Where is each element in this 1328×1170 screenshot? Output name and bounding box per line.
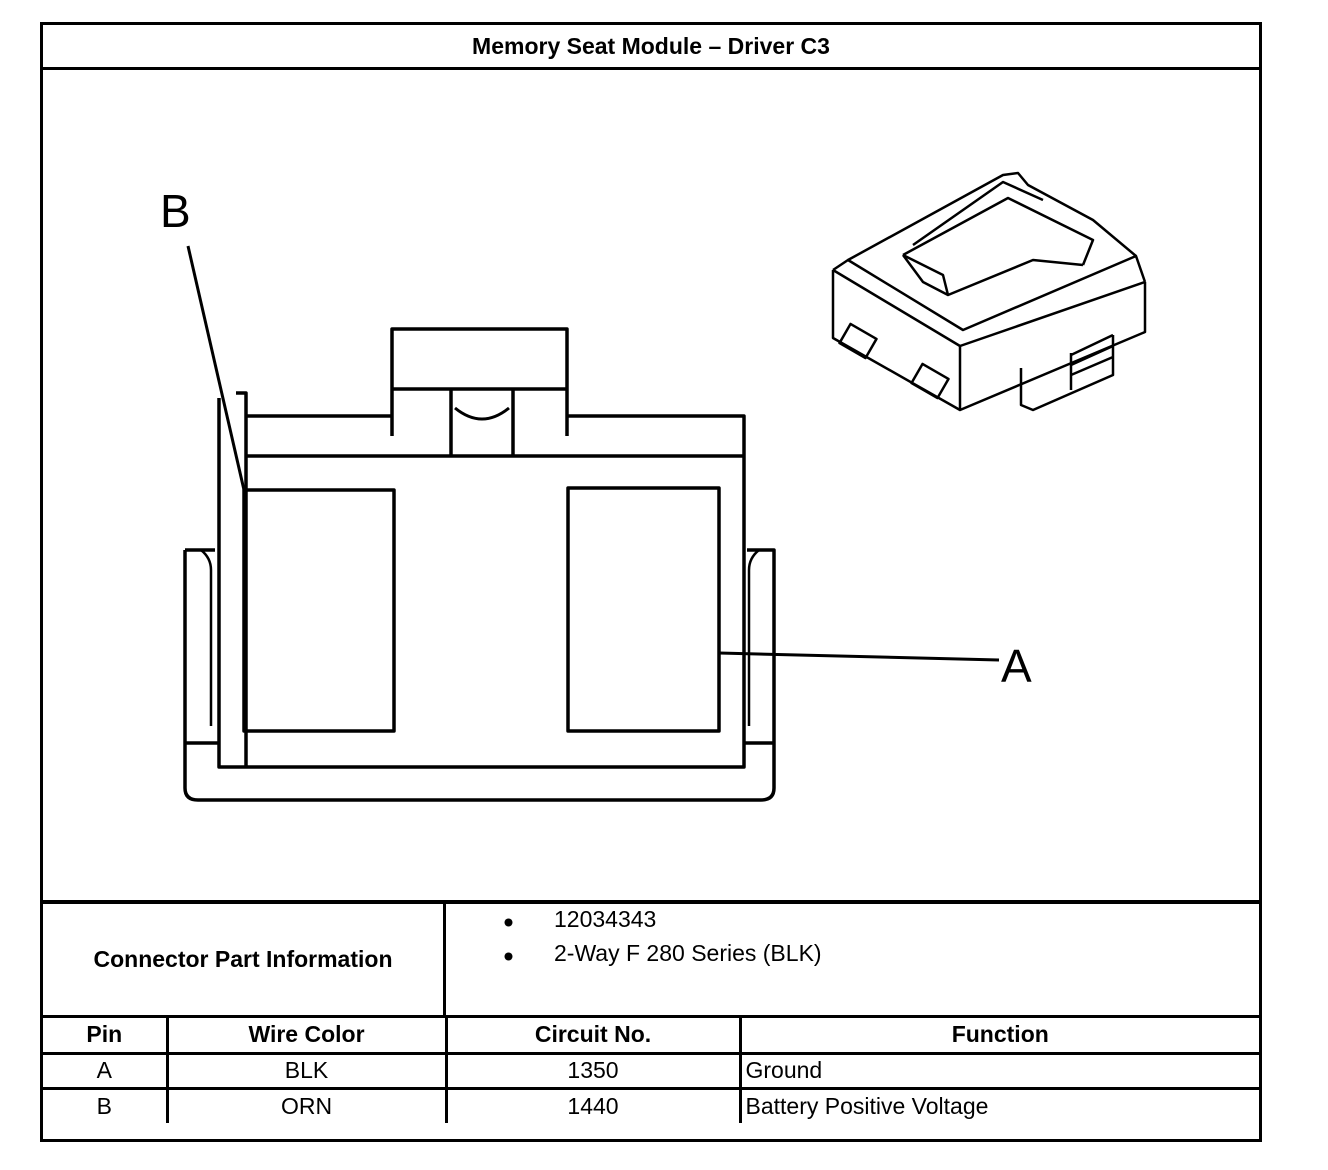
table-row: B ORN 1440 Battery Positive Voltage: [43, 1086, 1259, 1123]
cavity-b: [242, 488, 396, 733]
connector-info-row: Connector Part Information 12034343 2-Wa…: [43, 900, 1259, 1018]
connector-info-label: Connector Part Information: [43, 904, 446, 1015]
table-row: A BLK 1350 Ground: [43, 1051, 1259, 1090]
connector-sheet: Memory Seat Module – Driver C3: [40, 22, 1262, 1142]
leader-line-a: [718, 651, 1000, 662]
connector-shell: [183, 548, 776, 802]
pin-label-b: B: [160, 185, 191, 237]
pin-cell: A: [43, 1051, 169, 1090]
bullet-icon: [504, 952, 513, 961]
part-number: 12034343: [554, 906, 657, 932]
column-header-function: Function: [738, 1018, 1259, 1055]
function-cell: Battery Positive Voltage: [738, 1086, 1259, 1123]
pin-cell: B: [43, 1086, 169, 1123]
column-header-wire-color: Wire Color: [165, 1018, 448, 1055]
connector-face-diagram: B A: [160, 171, 1147, 802]
leader-line-b: [186, 245, 246, 491]
wire-color-cell: ORN: [165, 1086, 448, 1123]
connector-drawing: B A: [43, 70, 1259, 900]
bullet-icon: [504, 918, 513, 927]
pin-label-a: A: [1001, 640, 1032, 692]
column-header-pin: Pin: [43, 1018, 169, 1055]
table-header-row: Pin Wire Color Circuit No. Function: [43, 1018, 1259, 1055]
latch-block: [390, 327, 569, 436]
cavity-a: [566, 486, 721, 733]
connector-description: 2-Way F 280 Series (BLK): [554, 940, 822, 966]
circuit-no-cell: 1350: [444, 1051, 742, 1090]
wire-color-cell: BLK: [165, 1051, 448, 1090]
connector-isometric-view: [831, 171, 1147, 412]
circuit-no-cell: 1440: [444, 1086, 742, 1123]
connector-body: [217, 391, 746, 769]
function-cell: Ground: [738, 1051, 1259, 1090]
column-header-circuit-no: Circuit No.: [444, 1018, 742, 1055]
pin-table: Pin Wire Color Circuit No. Function A BL…: [43, 1018, 1259, 1123]
connector-info-list: 12034343 2-Way F 280 Series (BLK): [446, 904, 1256, 1015]
page-title: Memory Seat Module – Driver C3: [43, 25, 1259, 70]
